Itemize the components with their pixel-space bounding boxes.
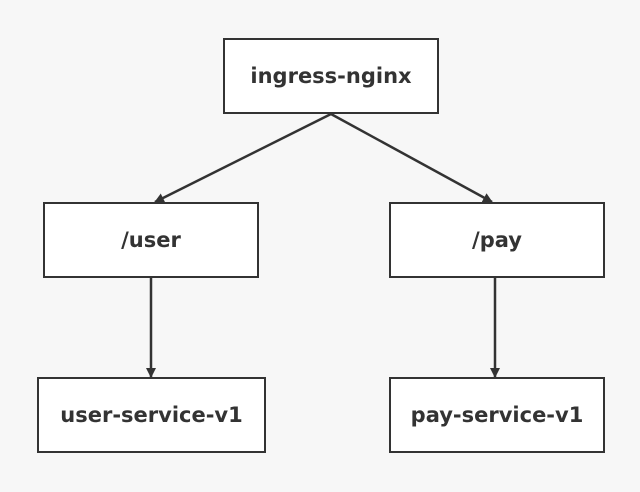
node-ingress-nginx: ingress-nginx (223, 38, 439, 114)
node-pay-route-label: /pay (472, 228, 522, 252)
node-pay-service-v1-label: pay-service-v1 (410, 403, 584, 427)
edge-ingress-to-pay (330, 112, 493, 204)
node-pay-route: /pay (389, 202, 605, 278)
node-user-service-v1: user-service-v1 (37, 377, 266, 453)
node-ingress-nginx-label: ingress-nginx (250, 64, 412, 88)
node-user-route-label: /user (121, 228, 181, 252)
node-pay-service-v1: pay-service-v1 (389, 377, 605, 453)
node-user-service-v1-label: user-service-v1 (60, 403, 243, 427)
node-user-route: /user (43, 202, 259, 278)
edge-ingress-to-user (154, 112, 332, 204)
